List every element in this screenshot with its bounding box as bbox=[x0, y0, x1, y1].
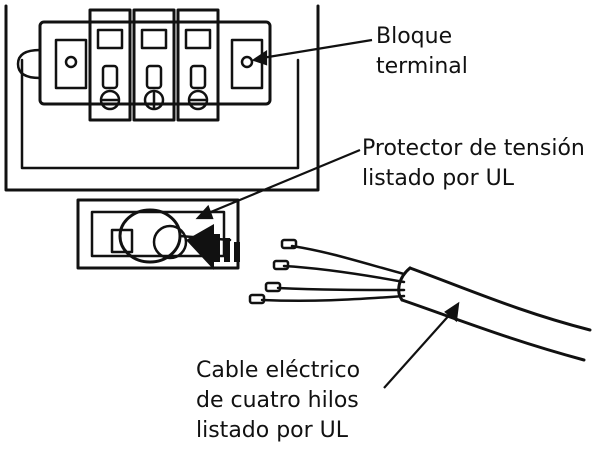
label-line: listado por UL bbox=[196, 418, 349, 443]
panel-outline bbox=[4, 4, 320, 192]
terminal-block bbox=[16, 8, 272, 122]
leader-protector bbox=[205, 148, 361, 216]
label-power-cable: Cable eléctrico de cuatro hilos listado … bbox=[196, 356, 360, 446]
label-line: listado por UL bbox=[362, 166, 515, 191]
label-line: Bloque bbox=[376, 24, 453, 49]
panel-inner bbox=[20, 58, 300, 170]
label-surge-protector: Protector de tensión listado por UL bbox=[362, 134, 585, 194]
label-line: Cable eléctrico bbox=[196, 358, 361, 383]
leader-terminal bbox=[261, 38, 373, 60]
power-cable bbox=[248, 238, 592, 362]
leader-cable bbox=[383, 311, 453, 389]
insert-arrow bbox=[186, 224, 240, 270]
label-terminal-block: Bloque terminal bbox=[376, 22, 468, 82]
label-line: de cuatro hilos bbox=[196, 388, 359, 413]
label-line: Protector de tensión bbox=[362, 136, 585, 161]
label-line: terminal bbox=[376, 54, 468, 79]
